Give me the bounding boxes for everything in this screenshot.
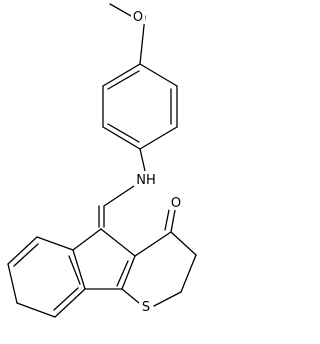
ring-bond	[100, 228, 136, 257]
ring-bond	[102, 126, 141, 150]
sulfur-label: S	[142, 300, 150, 315]
ring-double-bond-inner	[68, 255, 81, 285]
ring-bond	[134, 231, 172, 257]
ring-bond	[16, 302, 56, 318]
structure-canvas: O NH O S	[7, 3, 197, 318]
methyl-bond	[109, 3, 132, 17]
ketone-o-label: O	[171, 196, 181, 211]
methoxy-o-label: O	[133, 10, 143, 25]
benzo-ring	[7, 236, 86, 318]
ring-bond	[139, 63, 178, 87]
ring-bond	[102, 63, 141, 87]
five-membered-ring	[72, 228, 136, 290]
carbonyl-bond-second-line	[164, 209, 170, 231]
ring-bond	[170, 231, 197, 256]
ring-double-bond-inner	[107, 70, 140, 90]
ring-bond	[72, 228, 102, 251]
amine-label: NH	[136, 173, 156, 188]
ring-bond	[153, 291, 182, 307]
chemical-structure-diagram: O NH O S	[7, 3, 197, 318]
atom-label-amine: NH	[134, 171, 158, 188]
atom-label-ketone-o: O	[169, 194, 183, 211]
s-ring-bond	[121, 288, 140, 304]
ring-bond	[36, 236, 74, 251]
ring-bond	[7, 263, 18, 304]
carbonyl-bond	[170, 209, 176, 233]
ring-bond	[139, 126, 178, 150]
ring-double-bond-inner	[107, 123, 140, 143]
ring-bond	[72, 249, 86, 290]
ring-bond	[7, 236, 38, 265]
aryl-n-bond	[139, 148, 146, 172]
ring-double-bond-inner	[53, 287, 79, 311]
n-methylidene-bond	[103, 185, 135, 207]
ring-bond	[121, 255, 136, 290]
ring-double-bond-inner	[13, 243, 39, 267]
thiopyranone-ring	[121, 209, 197, 307]
ring-double-bond-inner	[116, 260, 129, 287]
atom-label-sulfur: S	[139, 298, 153, 315]
ring-bond	[180, 254, 197, 293]
ring-bond	[54, 288, 86, 318]
atom-label-methoxy-o: O	[131, 8, 145, 25]
anisyl-ring	[102, 63, 178, 150]
